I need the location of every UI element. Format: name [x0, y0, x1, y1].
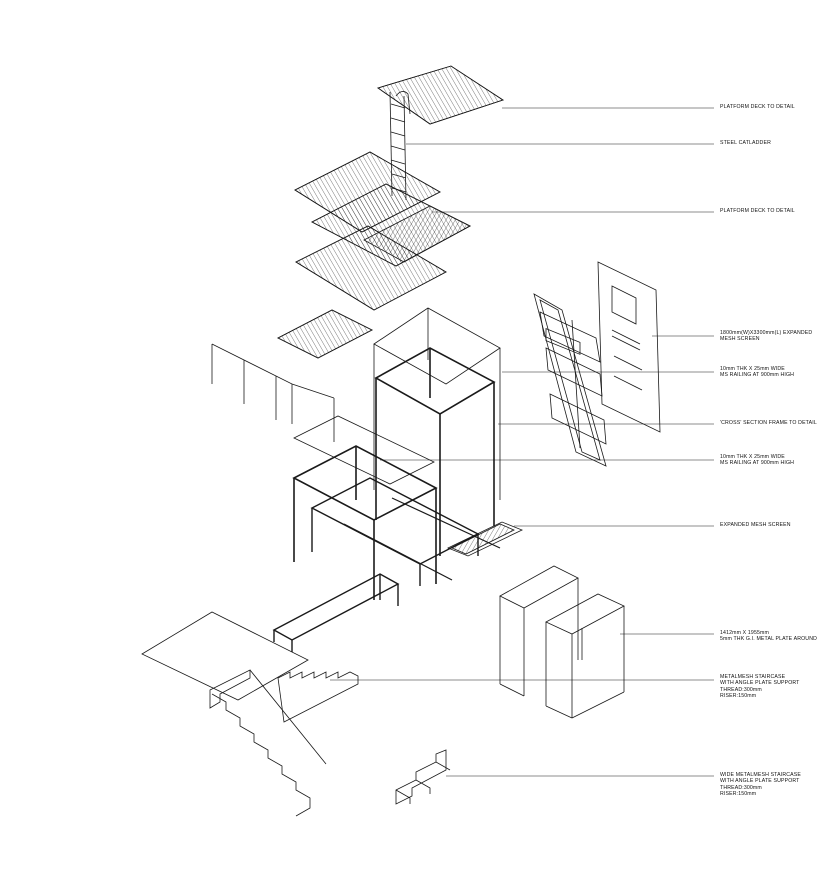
- annotation-line: MESH SCREEN: [720, 336, 760, 343]
- annotation-line: 5mm THK G.I. METAL PLATE AROUND: [720, 636, 817, 643]
- annotation-line: MS RAILING AT 900mm HIGH: [720, 460, 795, 467]
- expanded-mesh-screen-small: [448, 522, 522, 556]
- leader-lines: [330, 108, 714, 776]
- platform-deck-mid: [278, 152, 470, 358]
- annotation-line: PLATFORM DECK TO DETAIL: [720, 208, 795, 214]
- annotation-wide-metalmesh-staircase: WIDE METALMESH STAIRCASE WITH ANGLE PLAT…: [720, 772, 801, 798]
- annotation-platform-deck-mid: PLATFORM DECK TO DETAIL: [720, 208, 795, 214]
- metal-plate-frame: [500, 566, 578, 696]
- annotation-line: RISER:150mm: [720, 693, 757, 700]
- cross-frame-inner: [540, 312, 606, 448]
- annotation-line: RISER:150mm: [720, 791, 757, 798]
- annotation-expanded-mesh-screen: EXPANDED MESH SCREEN: [720, 522, 791, 528]
- annotation-line: 10mm THK X 25mm WIDE: [720, 366, 785, 372]
- annotation-line: STEEL CATLADDER: [720, 140, 771, 146]
- annotation-line: METALMESH STAIRCASE: [720, 674, 786, 680]
- annotation-cross-section-frame: 'CROSS' SECTION FRAME TO DETAIL: [720, 420, 817, 426]
- annotation-line: 1412mm X 1955mm: [720, 630, 769, 636]
- annotation-expanded-mesh-screen-size: 1800mm(W)X3300mm(L) EXPANDED MESH SCREEN: [720, 330, 812, 343]
- metalmesh-staircase: [210, 670, 358, 816]
- ground-slab: [142, 612, 308, 700]
- annotation-line: THREAD:300mm: [720, 784, 762, 791]
- main-steel-frame: [274, 308, 500, 652]
- annotation-platform-deck-top: PLATFORM DECK TO DETAIL: [720, 104, 795, 110]
- annotation-line: WITH ANGLE PLATE SUPPORT: [720, 778, 800, 785]
- wide-metalmesh-staircase: [396, 750, 450, 804]
- annotation-line: WIDE METALMESH STAIRCASE: [720, 772, 801, 778]
- annotation-ms-railing-1: 10mm THK X 25mm WIDE MS RAILING AT 900mm…: [720, 366, 794, 379]
- cross-section-frame: [534, 294, 606, 466]
- annotation-line: 10mm THK X 25mm WIDE: [720, 454, 785, 460]
- annotation-line: 'CROSS' SECTION FRAME TO DETAIL: [720, 420, 817, 426]
- annotation-line: EXPANDED MESH SCREEN: [720, 522, 791, 528]
- annotation-line: MS RAILING AT 900mm HIGH: [720, 372, 795, 379]
- annotation-metalmesh-staircase: METALMESH STAIRCASE WITH ANGLE PLATE SUP…: [720, 674, 800, 700]
- annotation-line: 1800mm(W)X3300mm(L) EXPANDED: [720, 330, 813, 336]
- annotation-line: WITH ANGLE PLATE SUPPORT: [720, 680, 800, 687]
- annotation-line: PLATFORM DECK TO DETAIL: [720, 104, 795, 110]
- annotation-metal-plate: 1412mm X 1955mm 5mm THK G.I. METAL PLATE…: [720, 630, 817, 643]
- annotation-ms-railing-2: 10mm THK X 25mm WIDE MS RAILING AT 900mm…: [720, 454, 794, 467]
- expanded-mesh-screen-panel: [598, 262, 660, 432]
- annotation-line: THREAD:300mm: [720, 686, 762, 693]
- left-railing: [212, 344, 334, 442]
- annotation-steel-catladder: STEEL CATLADDER: [720, 140, 771, 146]
- metal-plate-box: [546, 594, 624, 718]
